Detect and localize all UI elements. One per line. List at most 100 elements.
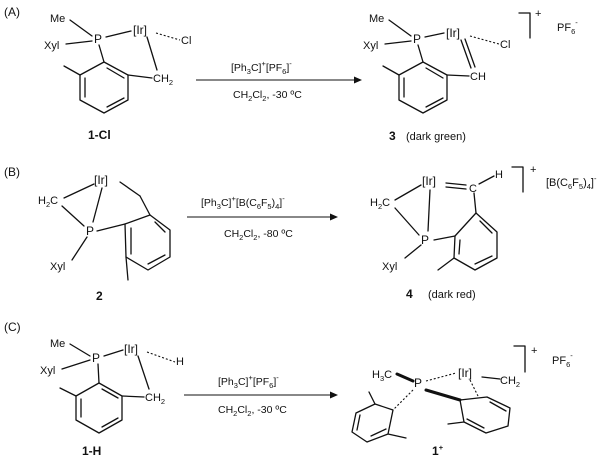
ring-methyl-bond [63,65,81,76]
reagent-b: [Ph3C]+[B(C6F5)4]- [201,194,285,211]
ring-methyl-bond [125,256,129,281]
product-label-3: 3 [389,129,396,143]
iridium-label: [Ir] [422,174,436,188]
phosphorus-label: P [414,376,422,390]
product-4: [Ir] H2C P Xyl C H 4 (dark red) + [B(C6F… [370,164,597,301]
p-ir-bond [105,30,132,38]
ch2-p-left [61,205,85,227]
ir-h-bond [146,351,176,363]
aryl-ring [124,214,171,271]
iridium-label: [Ir] [94,173,108,187]
p-me-bond [69,19,93,37]
aryl-ring-inner [130,221,166,265]
p-ring-bond [98,44,105,63]
cation-charge-b: + [530,164,536,176]
arene-methyl [447,421,465,425]
xyl-label: Xyl [44,40,59,52]
ring-ch2-bond [121,395,145,398]
panel-c-tag: (C) [4,320,21,334]
panel-c: (C) Me Xyl P [Ir] H CH2 1-H [Ph3C]+[PF6]… [4,320,573,458]
aryl-ring [398,61,448,114]
h-label: H [495,169,503,181]
solvent-c: CH2Cl2, -30 ºC [218,404,287,418]
ch2-label: CH2 [145,392,165,406]
reactant-2: [Ir] H2C P Xyl 2 [38,173,171,303]
ir-ch2-left [63,183,95,199]
aryl-ring-inner [80,388,119,428]
chloride-label: Cl [181,35,191,47]
iridium-label: [Ir] [458,366,472,380]
h3c-label: H3C [372,369,392,383]
phosphorus-label: P [413,32,421,46]
product-note-4: (dark red) [428,289,476,301]
aryl-ring [75,382,123,434]
product-label-4: 4 [406,287,413,301]
arrow-head-a [354,76,362,84]
ch2-label: CH2 [500,375,520,389]
cation-charge-a: + [535,8,541,20]
reactant-label-2: 2 [96,289,103,303]
phosphorus-label: P [421,233,429,247]
p-ir-bond [425,372,457,382]
c-ring-bond [473,192,477,214]
arene-ring [459,396,511,434]
counterion-a: PF6- [557,18,578,36]
iridium-label: [Ir] [124,342,138,356]
ir-c-double [445,182,467,190]
ch2-p-left [394,207,420,236]
arrow-head-c [330,391,338,399]
h2c-label: H2C [38,195,58,209]
product-label-1: 1+ [432,443,444,458]
panel-b-tag: (B) [4,165,20,179]
reactant-label-1-cl: 1-Cl [88,128,111,142]
counterion-c: PF6- [552,351,573,369]
aryl-ring [79,61,129,114]
h2c-label: H2C [370,197,390,211]
ring-methyl-bond [437,257,455,271]
ir-ch2-bond [481,376,501,380]
ir-ch2-right [119,181,141,197]
reactant-1-h: Me Xyl P [Ir] H CH2 1-H [40,338,184,458]
xyl-label: Xyl [363,40,378,52]
p-xylyl-bond [392,389,414,411]
xyl-label: Xyl [40,365,55,377]
ir-cl-bond [469,35,500,45]
ch2-label: CH2 [153,73,173,87]
arene-ring-inner [466,401,507,429]
cation-bracket-a [518,12,531,39]
p-xyl-bond [384,40,412,45]
p-ir-bond [424,32,445,38]
cation-bracket-c [513,345,526,373]
p-arene-wedge [424,388,462,402]
reagent-c: [Ph3C]+[PF6]- [218,373,279,390]
phosphorus-label: P [92,351,100,365]
xyl-label: Xyl [382,261,397,273]
c-label: C [469,183,477,195]
panel-a-tag: (A) [4,5,20,19]
ring-ch2-bond [127,74,153,79]
p-xyl-bond [61,359,91,370]
ir-cl-bond [155,32,181,41]
ir-ch2-bond [146,36,158,71]
aryl-ring-inner [458,220,493,265]
methyl-label: Me [50,338,65,350]
p-ir-bond [103,349,124,357]
p-ring-bond [96,223,126,232]
p-me-bond [69,343,91,357]
ch2-ring [139,195,151,216]
ir-ch2-left [394,184,422,201]
aryl-ring-inner [84,67,125,108]
methyl-label: Me [50,13,65,25]
methyl-label: Me [369,13,384,25]
xylyl-methyl-right [387,433,407,439]
xylyl-ring-inner [356,414,387,437]
ir-ch2-bond [137,355,150,390]
p-methyl-wedge [395,372,415,383]
ring-methyl-bond [382,65,400,76]
ir-ch-bond [460,38,476,69]
cation-bracket-b [511,166,524,193]
iridium-label: [Ir] [133,23,147,37]
solvent-a: CH2Cl2, -30 ºC [233,89,302,103]
reactant-1-cl: Me Xyl P [Ir] Cl CH2 1-Cl [44,13,191,142]
